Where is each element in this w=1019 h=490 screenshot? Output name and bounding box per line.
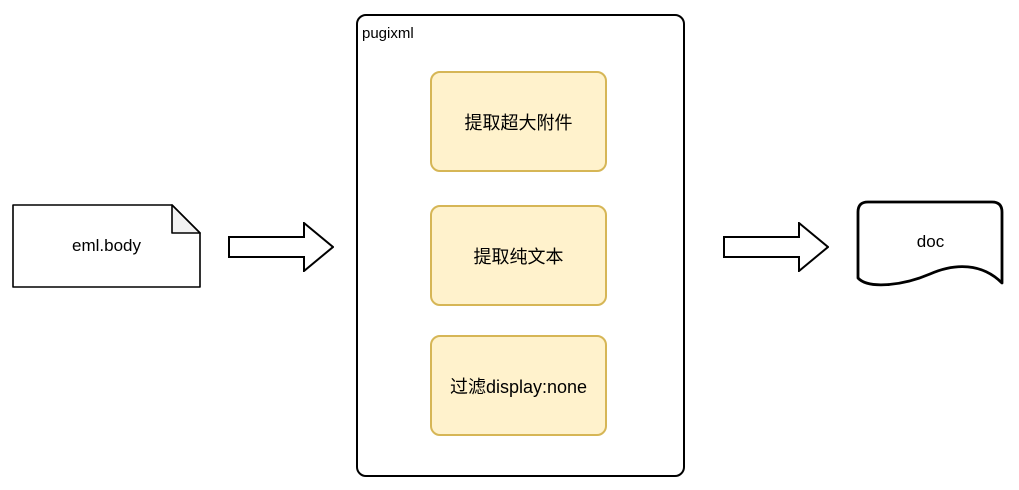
step-extract-plain-text: 提取纯文本 [430, 205, 607, 306]
node-eml-body-label: eml.body [72, 236, 141, 255]
node-doc-label: doc [916, 232, 945, 251]
step-extract-large-attachments: 提取超大附件 [430, 71, 607, 172]
note-shape-icon [12, 204, 201, 288]
container-pugixml-label: pugixml [362, 25, 414, 42]
document-shape-icon [856, 200, 1004, 287]
flow-arrow-left-icon [228, 222, 334, 272]
step-label: 提取纯文本 [473, 246, 564, 267]
node-doc: doc [856, 199, 1005, 294]
step-label: 过滤display:none [449, 376, 588, 397]
node-eml-body: eml.body [12, 204, 201, 288]
flow-arrow-right-icon [723, 222, 829, 272]
step-filter-display-none: 过滤display:none [430, 335, 607, 436]
step-label: 提取超大附件 [464, 112, 573, 133]
